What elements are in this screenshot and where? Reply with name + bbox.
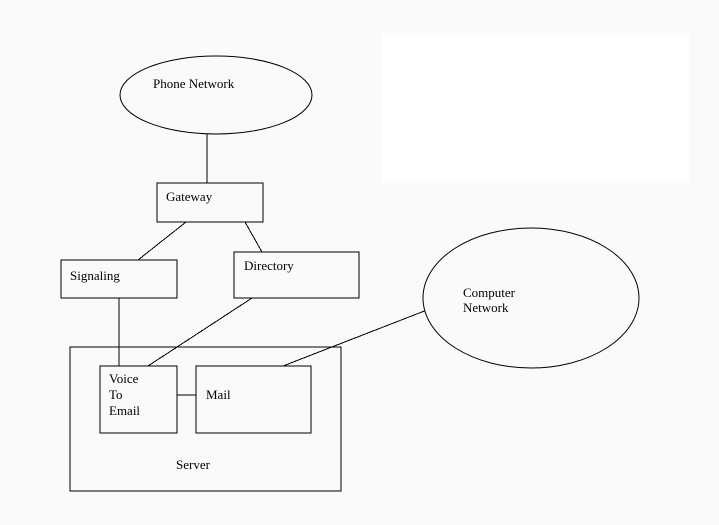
node-phone-network-ellipse [119,55,313,135]
node-computer-network-ellipse [422,227,640,369]
edge-gateway-signaling [137,221,187,261]
server-label: Server [176,457,210,472]
signaling-label: Signaling [70,268,120,283]
blank-white-panel [382,33,689,183]
node-mail-box [195,365,312,434]
mail-label: Mail [206,387,231,402]
edge-computer-network-mail [282,309,428,367]
node-server-box [69,346,342,492]
edge-directory-voice-to-email [147,297,253,367]
phone-network-label: Phone Network [153,76,235,91]
node-directory-box [233,251,360,299]
node-voice-to-email-box [99,365,178,434]
voice-to-email-label: Voice To Email [109,371,141,418]
gateway-label: Gateway [166,189,213,204]
node-signaling-box [60,259,178,299]
node-gateway-box [156,182,264,223]
computer-network-label: Computer Network [463,285,515,315]
edge-gateway-directory [244,221,263,253]
directory-label: Directory [244,258,294,273]
